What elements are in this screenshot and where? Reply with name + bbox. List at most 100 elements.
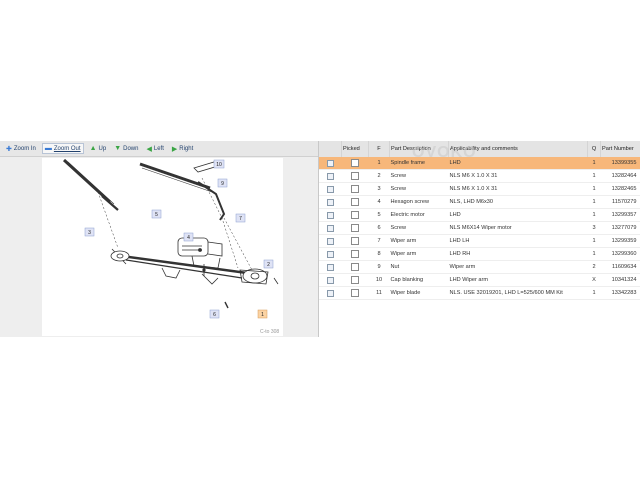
cell-applicability: LHD Wiper arm: [448, 273, 588, 287]
add-to-list-icon[interactable]: [326, 211, 334, 219]
cell-add: [319, 195, 342, 209]
picked-checkbox[interactable]: [351, 289, 359, 297]
parts-table: Picked F Part Description Applicability …: [319, 141, 640, 300]
cell-part-description: Screw: [389, 221, 449, 235]
cell-part-description: Cap blanking: [389, 273, 449, 287]
picked-checkbox[interactable]: [351, 237, 359, 245]
cell-part-number: 13282464: [600, 169, 640, 183]
cell-applicability: LHD: [448, 208, 588, 222]
cell-part-number: 11609634: [600, 260, 640, 274]
picked-checkbox[interactable]: [351, 172, 359, 180]
add-to-list-icon[interactable]: [326, 237, 334, 245]
cell-applicability: NLS M6 X 1.0 X 31: [448, 169, 588, 183]
callout-2[interactable]: 2: [263, 259, 274, 269]
add-to-list-icon[interactable]: [326, 250, 334, 258]
add-to-list-icon[interactable]: [326, 263, 334, 271]
picked-checkbox[interactable]: [351, 276, 359, 284]
callout-4[interactable]: 4: [183, 232, 194, 242]
right-button[interactable]: ▶ Right: [171, 145, 194, 153]
cell-add: [319, 169, 342, 183]
add-to-list-icon[interactable]: [326, 198, 334, 206]
callout-7[interactable]: 7: [235, 213, 246, 223]
svg-text:1: 1: [261, 312, 264, 318]
add-to-list-icon[interactable]: [326, 276, 334, 284]
cell-applicability: NLS, LHD M6x30: [448, 195, 588, 209]
down-button[interactable]: ▼ Down: [114, 145, 139, 152]
cell-q: 1: [587, 195, 601, 209]
wiper-assembly-drawing: 10 9 5 7 3 4 2 6 1 C-to 308: [62, 158, 279, 335]
add-to-list-icon[interactable]: [326, 224, 334, 232]
add-to-list-icon[interactable]: [326, 172, 334, 180]
callout-1[interactable]: 1: [257, 309, 268, 319]
arrow-right-icon: ▶: [171, 145, 178, 153]
cell-add: [319, 221, 342, 235]
cell-q: 1: [587, 208, 601, 222]
svg-text:3: 3: [88, 230, 91, 236]
cell-part-description: Wiper blade: [389, 286, 449, 300]
parts-diagram[interactable]: 10 9 5 7 3 4 2 6 1 C-to 308: [42, 158, 283, 336]
arrow-up-icon: ▲: [89, 145, 97, 152]
header-q[interactable]: Q: [587, 141, 601, 157]
add-to-list-icon[interactable]: [326, 185, 334, 193]
callout-6[interactable]: 6: [209, 309, 220, 319]
up-button[interactable]: ▲ Up: [89, 145, 107, 152]
header-f[interactable]: F: [368, 141, 390, 157]
callout-3[interactable]: 3: [84, 227, 95, 237]
header-applicability[interactable]: Applicability and comments: [448, 141, 588, 157]
cell-applicability: NLS M6X14 Wiper motor: [448, 221, 588, 235]
picked-checkbox[interactable]: [351, 250, 359, 258]
left-button[interactable]: ◀ Left: [146, 145, 164, 153]
header-picked[interactable]: Picked: [341, 141, 369, 157]
zoom-in-button[interactable]: ✚ Zoom In: [6, 145, 36, 153]
cell-q: 2: [587, 260, 601, 274]
picked-checkbox[interactable]: [351, 159, 359, 167]
cell-part-number: 11570279: [600, 195, 640, 209]
cell-part-number: 13277079: [600, 221, 640, 235]
add-to-list-icon[interactable]: [326, 159, 334, 167]
svg-text:9: 9: [221, 181, 224, 187]
cell-picked: [341, 273, 369, 287]
picked-checkbox[interactable]: [351, 185, 359, 193]
cell-picked: [341, 157, 369, 170]
cell-f: 1: [368, 157, 390, 170]
cell-part-description: Electric motor: [389, 208, 449, 222]
cell-picked: [341, 169, 369, 183]
cell-add: [319, 182, 342, 196]
cell-q: 1: [587, 182, 601, 196]
cell-part-number: 13299360: [600, 247, 640, 261]
callout-5[interactable]: 5: [151, 209, 162, 219]
svg-text:5: 5: [155, 212, 158, 218]
add-to-list-icon[interactable]: [326, 289, 334, 297]
cell-add: [319, 260, 342, 274]
callout-9[interactable]: 9: [217, 178, 228, 188]
header-part-number[interactable]: Part Number: [600, 141, 640, 157]
header-part-description[interactable]: Part Description: [389, 141, 449, 157]
cell-part-number: 13299357: [600, 208, 640, 222]
picked-checkbox[interactable]: [351, 263, 359, 271]
cell-add: [319, 234, 342, 248]
cell-q: 1: [587, 169, 601, 183]
cell-part-description: Nut: [389, 260, 449, 274]
cell-q: 1: [587, 286, 601, 300]
cell-picked: [341, 286, 369, 300]
callout-10[interactable]: 10: [213, 159, 225, 169]
zoom-out-button[interactable]: ▬ Zoom Out: [41, 143, 84, 154]
table-header-row: Picked F Part Description Applicability …: [319, 141, 640, 157]
picked-checkbox[interactable]: [351, 198, 359, 206]
picked-checkbox[interactable]: [351, 224, 359, 232]
cell-f: 10: [368, 273, 390, 287]
picked-checkbox[interactable]: [351, 211, 359, 219]
cell-part-description: Screw: [389, 169, 449, 183]
